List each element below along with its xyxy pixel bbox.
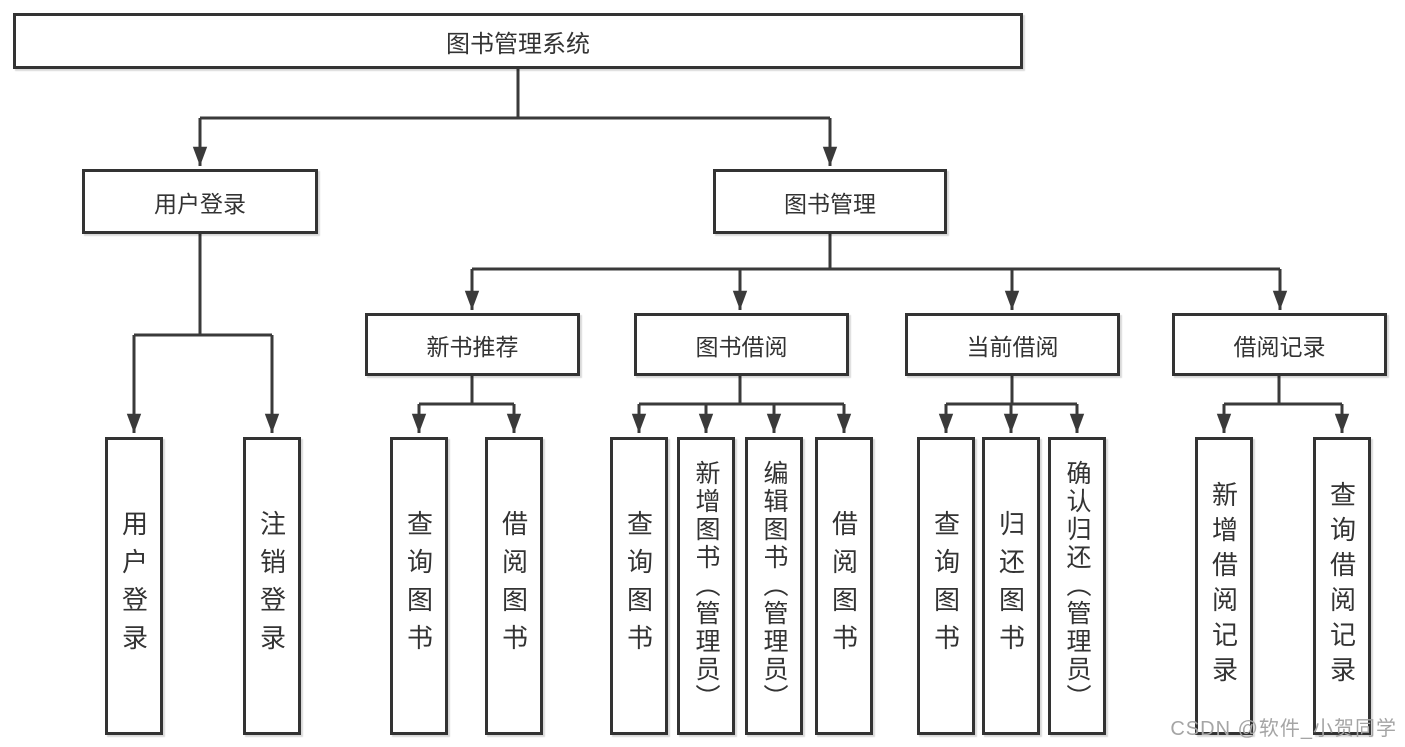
leaf-add-borrowing-record: 新增借阅记录 bbox=[1195, 437, 1253, 735]
leaf-borrow-books-recommend: 借阅图书 bbox=[485, 437, 543, 735]
leaf-query-books-borrowing: 查询图书 bbox=[610, 437, 668, 735]
node-book-borrowing: 图书借阅 bbox=[634, 313, 849, 376]
leaf-logout-login: 注销登录 bbox=[243, 437, 301, 735]
leaf-user-login: 用户登录 bbox=[105, 437, 163, 735]
leaf-query-books-recommend: 查询图书 bbox=[390, 437, 448, 735]
node-new-book-recommendation: 新书推荐 bbox=[365, 313, 580, 376]
node-current-borrowing: 当前借阅 bbox=[905, 313, 1120, 376]
watermark: CSDN @软件_小贺同学 bbox=[1170, 718, 1397, 740]
leaf-edit-book-admin: 编辑图书（管理员） bbox=[745, 437, 803, 735]
connector-trunks bbox=[134, 69, 1342, 406]
leaf-borrow-books-borrowing: 借阅图书 bbox=[815, 437, 873, 735]
node-user-login: 用户登录 bbox=[82, 169, 318, 234]
leaf-query-borrowing-record: 查询借阅记录 bbox=[1313, 437, 1371, 735]
node-book-management: 图书管理 bbox=[713, 169, 947, 234]
node-library-management-system: 图书管理系统 bbox=[13, 13, 1023, 69]
leaf-return-books: 归还图书 bbox=[982, 437, 1040, 735]
leaf-add-book-admin: 新增图书（管理员） bbox=[677, 437, 735, 735]
leaf-confirm-return-admin: 确认归还（管理员） bbox=[1048, 437, 1106, 735]
node-borrowing-records: 借阅记录 bbox=[1172, 313, 1387, 376]
leaf-query-books-current: 查询图书 bbox=[917, 437, 975, 735]
